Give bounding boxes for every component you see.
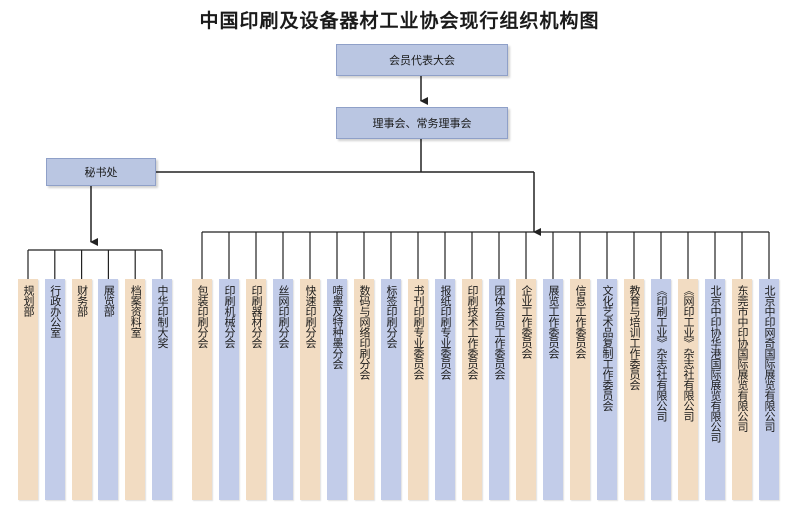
branch-label: 东莞市中印协国际展览有限公司 bbox=[736, 285, 749, 432]
branch-label: 文化艺术品复制工作委员会 bbox=[601, 285, 614, 411]
department-column: 行政办公室 bbox=[44, 279, 65, 500]
branch-column: 展览工作委员会 bbox=[543, 279, 563, 500]
department-label: 中华印制大奖 bbox=[156, 285, 169, 348]
branch-column: 喷墨及特种墨分会 bbox=[327, 279, 347, 500]
department-column: 规划部 bbox=[18, 279, 38, 500]
branch-label: 丝网印刷分会 bbox=[277, 285, 290, 348]
branch-column: 包装印刷分会 bbox=[192, 279, 212, 500]
branch-label: 喷墨及特种墨分会 bbox=[331, 285, 344, 369]
branch-column: 东莞市中印协国际展览有限公司 bbox=[732, 279, 752, 500]
branch-label: 书刊印刷专业委员会 bbox=[412, 285, 425, 380]
branch-column: 信息工作委员会 bbox=[570, 279, 590, 500]
department-label: 规划部 bbox=[22, 285, 35, 317]
branch-column: 标签印刷分会 bbox=[381, 279, 401, 500]
branch-column: 印刷机械分会 bbox=[219, 279, 239, 500]
department-label: 行政办公室 bbox=[48, 285, 62, 338]
department-column: 档案资料室 bbox=[125, 279, 146, 500]
branch-column: 印刷器材分会 bbox=[246, 279, 266, 500]
branch-label: 《网印工业》杂志社有限公司 bbox=[682, 285, 695, 422]
branch-column: 书刊印刷专业委员会 bbox=[408, 279, 428, 500]
branch-column: 《网印工业》杂志社有限公司 bbox=[678, 279, 698, 500]
branch-column: 北京中印网奇国际展览有限公司 bbox=[759, 279, 779, 500]
branch-column: 印刷技术工作委员会 bbox=[462, 279, 482, 500]
department-connectors bbox=[27, 249, 163, 279]
branch-label: 印刷器材分会 bbox=[250, 285, 263, 348]
department-column: 财务部 bbox=[71, 279, 92, 500]
branch-label: 包装印刷分会 bbox=[196, 285, 209, 348]
branch-label: 北京中印协华港国际展览有限公司 bbox=[709, 285, 722, 443]
branch-column: 报纸印刷专业委员会 bbox=[435, 279, 455, 500]
department-column: 中华印制大奖 bbox=[152, 279, 172, 500]
branch-column: 文化艺术品复制工作委员会 bbox=[597, 279, 617, 500]
general-assembly-box: 会员代表大会 bbox=[336, 44, 508, 76]
secretariat-box: 秘书处 bbox=[46, 158, 156, 186]
branch-label: 团体会员工作委员会 bbox=[493, 285, 506, 380]
branch-label: 数码与网络印刷分会 bbox=[358, 285, 371, 380]
branch-label: 企业工作委员会 bbox=[520, 285, 533, 359]
branch-column: 数码与网络印刷分会 bbox=[354, 279, 374, 500]
department-label: 展览部 bbox=[102, 285, 116, 317]
branch-connectors bbox=[201, 231, 770, 279]
branch-column: 团体会员工作委员会 bbox=[489, 279, 509, 500]
branch-column: 北京中印协华港国际展览有限公司 bbox=[705, 279, 725, 500]
branch-column: 企业工作委员会 bbox=[516, 279, 536, 500]
department-column: 展览部 bbox=[98, 279, 119, 500]
branch-label: 标签印刷分会 bbox=[385, 285, 398, 348]
branch-label: 印刷技术工作委员会 bbox=[466, 285, 479, 380]
branch-label: 展览工作委员会 bbox=[547, 285, 560, 359]
department-label: 财务部 bbox=[75, 285, 89, 317]
branch-label: 报纸印刷专业委员会 bbox=[439, 285, 452, 380]
branch-label: 教育与培训工作委员会 bbox=[628, 285, 641, 390]
branch-column: 快速印刷分会 bbox=[300, 279, 320, 500]
chart-title: 中国印刷及设备器材工业协会现行组织机构图 bbox=[199, 10, 600, 32]
branch-label: 快速印刷分会 bbox=[304, 285, 317, 348]
branch-column: 教育与培训工作委员会 bbox=[624, 279, 644, 500]
council-box: 理事会、常务理事会 bbox=[336, 107, 508, 139]
branch-label: 北京中印网奇国际展览有限公司 bbox=[763, 285, 776, 432]
branch-label: 信息工作委员会 bbox=[574, 285, 587, 359]
branch-label: 《印刷工业》杂志社有限公司 bbox=[655, 285, 668, 422]
branch-column: 《印刷工业》杂志社有限公司 bbox=[651, 279, 671, 500]
department-label: 档案资料室 bbox=[129, 285, 143, 338]
branch-column: 丝网印刷分会 bbox=[273, 279, 293, 500]
branch-label: 印刷机械分会 bbox=[223, 285, 236, 348]
